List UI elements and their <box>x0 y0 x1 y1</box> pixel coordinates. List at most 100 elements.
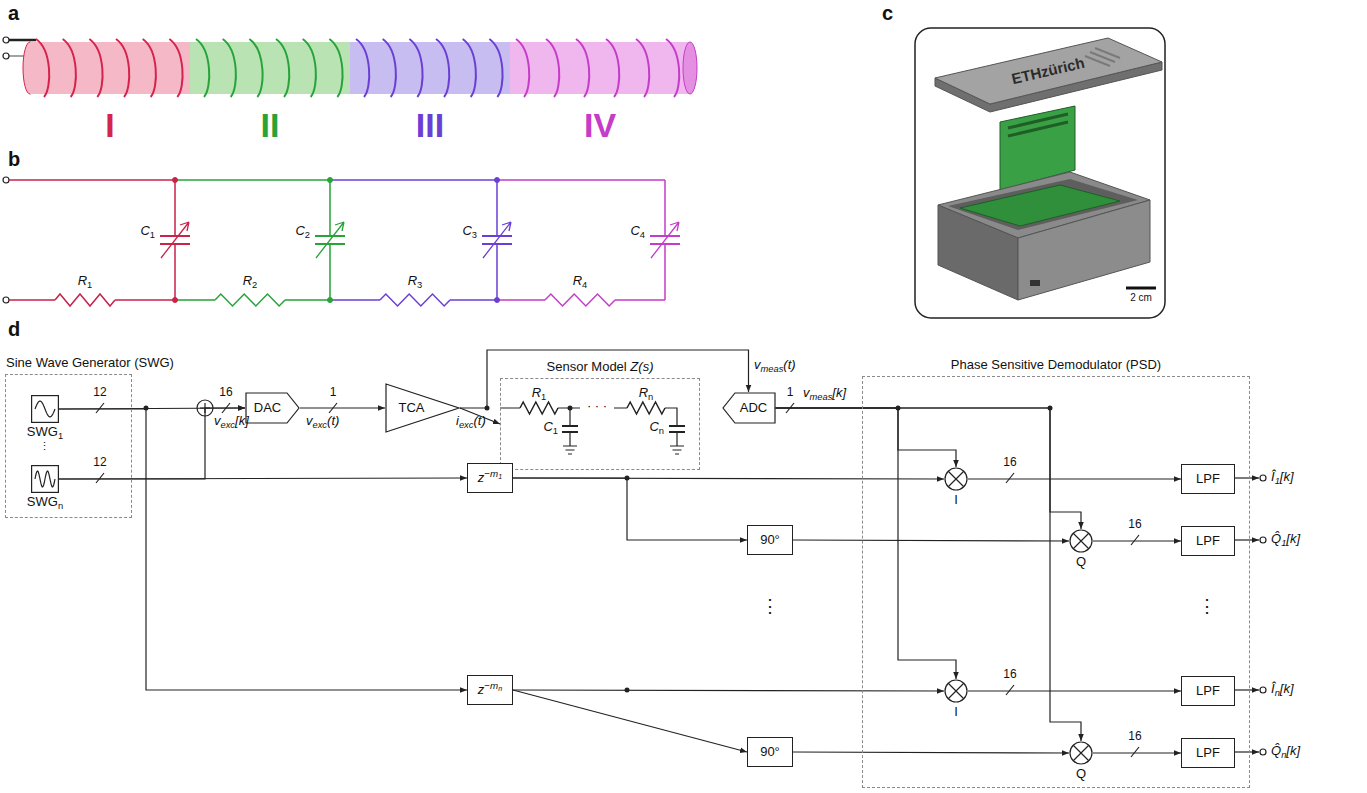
enclosure-render <box>915 28 1165 318</box>
text-run: 90° <box>760 532 780 547</box>
signal-connector <box>513 690 747 752</box>
equivalent-circuit <box>160 178 680 303</box>
text-run: R <box>639 385 648 400</box>
annotation-label: ⋮ <box>39 440 50 453</box>
text-run: R <box>532 385 541 400</box>
text-run: b <box>8 148 20 170</box>
text-run: LPF <box>1196 683 1220 698</box>
block-label: SWGn <box>27 495 63 510</box>
mixer-circle: I <box>944 679 968 703</box>
coil-winding <box>196 39 209 97</box>
block-label: LPF <box>1196 746 1220 761</box>
text-run: 16 <box>1003 455 1016 469</box>
variable-capacitor <box>173 178 178 183</box>
schematic-wiring <box>1260 475 1266 481</box>
text-run: 90° <box>760 744 780 759</box>
signal-connector <box>300 407 385 408</box>
coil-winding <box>356 39 369 97</box>
converter-block: ADC <box>722 392 776 424</box>
annotation-label: 12 <box>93 456 106 470</box>
text-run: z <box>478 682 485 697</box>
text-run: a <box>8 2 19 24</box>
coil-winding <box>143 39 156 97</box>
coil-winding <box>436 39 449 97</box>
text-run: 16 <box>219 385 232 399</box>
block-label: SWG1 <box>27 425 63 440</box>
text-run: 3 <box>417 280 422 290</box>
signal-connector <box>776 408 1082 529</box>
converter-block: DAC <box>245 392 300 424</box>
resistor-symbol <box>627 402 665 414</box>
text-run: R <box>573 273 582 288</box>
text-run: [k] <box>1280 469 1294 484</box>
coil-winding <box>463 39 476 97</box>
block-outline <box>35 401 55 417</box>
block-outline <box>32 396 59 423</box>
text-run: I <box>954 492 958 507</box>
block-label: 90° <box>760 745 780 760</box>
text-run: Q̂ <box>1271 743 1281 758</box>
block-outline <box>944 679 968 703</box>
annotation-label: I <box>105 106 114 145</box>
text-run: n <box>659 426 664 436</box>
text-run: (t) <box>473 413 485 428</box>
annotation-label: R1 <box>532 386 547 401</box>
text-run: Q̂ <box>1271 531 1281 546</box>
block-label: Q <box>1076 555 1086 570</box>
group-title: Phase Sensitive Demodulator (PSD) <box>951 358 1161 373</box>
variable-capacitor <box>316 222 344 258</box>
variable-capacitor <box>161 222 189 258</box>
text-run: v <box>306 413 313 428</box>
annotation-label: 1 <box>330 386 337 400</box>
annotation-label: a <box>8 2 19 25</box>
annotation-label: 16 <box>1128 730 1141 744</box>
signal-connector <box>59 409 467 690</box>
delay-box: z−m1 <box>467 463 513 493</box>
enclosure-render <box>938 205 1018 300</box>
text-run: C <box>543 419 552 434</box>
block-label: z−m1 <box>478 471 502 486</box>
variable-capacitor <box>160 178 190 303</box>
text-run: Sensor Model <box>547 359 631 374</box>
text-run: exc <box>313 420 328 430</box>
equivalent-circuit <box>175 299 330 301</box>
annotation-label: 16 <box>1003 456 1016 470</box>
text-run: exc <box>459 420 474 430</box>
equivalent-circuit <box>497 179 665 181</box>
block-label: TCA <box>399 401 425 416</box>
coil-winding <box>636 39 649 97</box>
schematic-wiring <box>1260 749 1266 755</box>
text-run: v <box>754 357 761 372</box>
text-run: I <box>105 106 114 144</box>
coil-illustration <box>3 37 697 97</box>
coil-winding <box>89 39 102 97</box>
text-run: 1 <box>1275 476 1280 486</box>
annotation-label: · · · <box>587 399 607 414</box>
text-run: R <box>408 273 417 288</box>
text-run: · · · <box>587 398 607 413</box>
block-outline <box>944 467 968 491</box>
filter-box: LPF <box>1181 526 1235 556</box>
variable-capacitor <box>651 222 679 258</box>
annotation-label: iexc(t) <box>456 414 486 429</box>
text-run: TCA <box>399 400 425 415</box>
filter-box: LPF <box>1181 464 1235 494</box>
resistor-symbol <box>215 294 285 306</box>
text-run: 16 <box>1003 667 1016 681</box>
schematic-wiring <box>1234 477 1259 478</box>
schematic-wiring <box>562 426 685 432</box>
text-run: n <box>1275 688 1280 698</box>
text-run: 16 <box>1128 517 1141 531</box>
annotation-label: 1 <box>787 386 794 400</box>
enclosure-render <box>935 38 1162 104</box>
coil-winding <box>36 39 49 97</box>
equivalent-circuit <box>3 177 9 183</box>
coil-winding <box>606 39 619 97</box>
text-run: C <box>630 223 639 238</box>
schematic-wiring <box>1260 687 1266 693</box>
enclosure-render <box>1018 200 1150 300</box>
annotation-label: C1 <box>140 224 155 239</box>
annotation-label: III <box>416 106 444 145</box>
block-label: ADC <box>740 401 767 416</box>
